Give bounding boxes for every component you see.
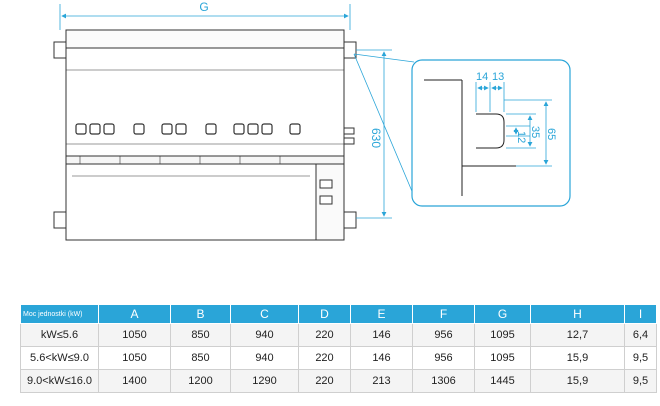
cell: 6,4	[624, 323, 657, 347]
cell: 1445	[474, 369, 531, 393]
cell: 956	[412, 346, 475, 370]
detail-dim-35: 35	[529, 126, 541, 138]
cell-power: 5.6<kW≤9.0	[20, 346, 99, 370]
detail-dim-12: 12	[515, 131, 527, 143]
cell: 940	[230, 346, 299, 370]
cell: 220	[298, 346, 351, 370]
dimension-g: G	[59, 0, 351, 30]
vent-ports	[75, 123, 301, 135]
table-header-row: Moc jednostki (kW) A B C D E F G H I	[20, 304, 657, 324]
detail-leader	[353, 53, 415, 197]
unit-body	[65, 29, 345, 241]
cell: 1095	[474, 323, 531, 347]
table-row: kW≤5.6 1050 850 940 220 146 956 1095 12,…	[20, 323, 657, 347]
header-g: G	[474, 304, 531, 324]
cell: 146	[350, 323, 413, 347]
header-power: Moc jednostki (kW)	[20, 304, 99, 324]
cell: 213	[350, 369, 413, 393]
detail-dim-65: 65	[545, 128, 557, 140]
header-c: C	[230, 304, 299, 324]
detail-dim-14: 14	[476, 71, 488, 83]
table-row: 5.6<kW≤9.0 1050 850 940 220 146 956 1095…	[20, 346, 657, 370]
detail-dim-13: 13	[492, 71, 504, 83]
cell: 940	[230, 323, 299, 347]
detail-callout: 14 13 12 35 65	[411, 59, 571, 207]
header-a: A	[98, 304, 171, 324]
cell: 1050	[98, 346, 171, 370]
cell: 1400	[98, 369, 171, 393]
unit-drawing: G	[53, 0, 571, 241]
cell: 15,9	[530, 346, 625, 370]
dimension-630: 630	[356, 49, 392, 219]
cell: 146	[350, 346, 413, 370]
header-h: H	[530, 304, 625, 324]
cell: 1306	[412, 369, 475, 393]
mounting-brackets	[53, 41, 357, 229]
header-b: B	[170, 304, 231, 324]
cell: 1290	[230, 369, 299, 393]
cell-power: 9.0<kW≤16.0	[20, 369, 99, 393]
cell: 850	[170, 323, 231, 347]
header-e: E	[350, 304, 413, 324]
cell: 12,7	[530, 323, 625, 347]
dimension-630-label: 630	[369, 128, 383, 148]
table-row: 9.0<kW≤16.0 1400 1200 1290 220 213 1306 …	[20, 369, 657, 393]
cell: 1200	[170, 369, 231, 393]
header-f: F	[412, 304, 475, 324]
cell: 15,9	[530, 369, 625, 393]
header-i: I	[624, 304, 657, 324]
cell: 1095	[474, 346, 531, 370]
header-d: D	[298, 304, 351, 324]
cell: 220	[298, 369, 351, 393]
cell: 9,5	[624, 346, 657, 370]
cell: 1050	[98, 323, 171, 347]
cell: 220	[298, 323, 351, 347]
dimensions-table: Moc jednostki (kW) A B C D E F G H I kW≤…	[20, 304, 657, 393]
cell-power: kW≤5.6	[20, 323, 99, 347]
cell: 850	[170, 346, 231, 370]
cell: 956	[412, 323, 475, 347]
cell: 9,5	[624, 369, 657, 393]
dimension-g-label: G	[199, 0, 208, 14]
pipe-connections	[319, 127, 355, 205]
